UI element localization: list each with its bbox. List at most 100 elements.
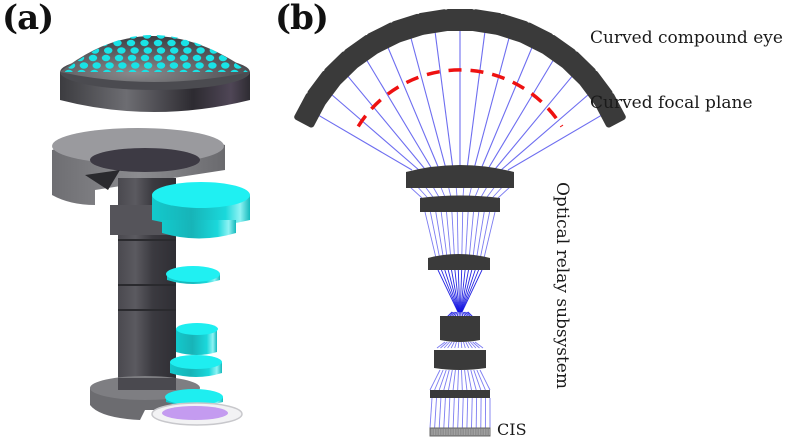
light-ray — [439, 398, 441, 428]
light-ray — [462, 370, 463, 390]
light-ray — [501, 88, 596, 170]
ommatidium-dot — [154, 25, 162, 31]
ommatidium-dot — [115, 32, 123, 38]
ommatidium-dot — [143, 32, 151, 38]
light-ray — [444, 370, 449, 390]
ommatidium-dot — [141, 55, 149, 61]
ommatidium-dot — [140, 40, 148, 46]
ommatidium-dot — [118, 62, 126, 68]
light-ray — [430, 212, 439, 258]
light-ray — [474, 370, 481, 390]
ommatidium-dot — [127, 40, 135, 46]
ommatidium-dot — [206, 55, 214, 61]
image-sensor-3d — [152, 403, 242, 425]
ommatidium-dot — [169, 25, 177, 31]
light-ray — [471, 370, 476, 390]
light-ray — [461, 270, 475, 312]
ray-bundle-upper — [310, 20, 610, 170]
ommatidium-dot — [154, 55, 162, 61]
ommatidium-dot — [139, 25, 147, 31]
ommatidium-dot — [247, 62, 255, 68]
light-ray — [444, 398, 446, 428]
light-ray — [472, 398, 473, 428]
ommatidium-dot — [183, 47, 191, 53]
light-ray — [484, 212, 495, 258]
optical-relay — [406, 165, 514, 436]
ommatidium-dot — [130, 47, 138, 53]
light-ray — [425, 212, 436, 258]
light-ray — [465, 370, 467, 390]
light-ray — [480, 212, 489, 258]
ommatidium-dot — [43, 77, 51, 83]
ommatidium-dot — [223, 47, 231, 53]
light-ray — [466, 212, 469, 258]
light-ray — [474, 28, 512, 170]
ommatidium-dot — [208, 62, 216, 68]
ommatidium-dot — [208, 40, 216, 46]
light-ray — [434, 22, 453, 170]
ommatidium-dot — [115, 55, 123, 61]
ommatidium-dot — [89, 55, 97, 61]
ommatidium-dot — [105, 62, 113, 68]
ommatidium-dot — [195, 62, 203, 68]
compound-eye-dome — [43, 25, 279, 112]
ommatidium-dot — [194, 40, 202, 46]
ommatidium-dot — [171, 32, 179, 38]
light-ray — [508, 110, 610, 170]
ommatidium-dot — [104, 47, 112, 53]
ommatidium-dot — [113, 40, 121, 46]
ommatidium-dot — [256, 70, 264, 76]
ommatidium-dot — [210, 47, 218, 53]
ommatidium-dot — [157, 32, 165, 38]
light-ray — [458, 342, 459, 348]
light-ray — [435, 398, 437, 428]
light-ray — [461, 342, 462, 348]
light-ray — [458, 370, 459, 390]
ommatidium-dot — [131, 62, 139, 68]
ommatidium-dot — [167, 40, 175, 46]
light-ray — [447, 212, 451, 258]
ommatidium-dot — [185, 32, 193, 38]
ommatidium-dot — [128, 55, 136, 61]
panel-a-assembly — [43, 25, 279, 425]
light-ray — [467, 22, 486, 170]
ommatidium-dot — [271, 77, 279, 83]
ommatidium-dot — [181, 40, 189, 46]
ommatidium-dot — [221, 62, 229, 68]
ommatidium-dot — [199, 32, 207, 38]
ommatidium-dot — [144, 47, 152, 53]
relay-lens — [434, 350, 486, 370]
light-ray — [449, 370, 453, 390]
relay-lens — [430, 390, 490, 398]
panel-label-b: (b) — [275, 0, 328, 38]
cis-sensor — [430, 428, 490, 436]
label-curved-compound-eye: Curved compound eye — [590, 28, 783, 48]
light-ray — [324, 88, 419, 170]
panel-b-schematic — [293, 9, 627, 436]
ommatidium-dot — [157, 62, 165, 68]
ommatidium-dot — [170, 47, 178, 53]
ommatidium-dot — [117, 47, 125, 53]
ommatidium-dot — [196, 47, 204, 53]
light-ray — [430, 398, 432, 428]
relay-lens — [406, 165, 514, 188]
light-ray — [452, 212, 455, 258]
ommatidium-dot — [183, 62, 191, 68]
light-ray — [498, 187, 510, 198]
ommatidium-dot — [102, 55, 110, 61]
light-ray — [408, 28, 446, 170]
ommatidium-dot — [193, 55, 201, 61]
ommatidium-dot — [180, 55, 188, 61]
light-ray — [384, 38, 439, 170]
light-ray — [462, 212, 463, 258]
light-ray — [464, 342, 466, 348]
light-ray — [467, 398, 468, 428]
ommatidium-dot — [219, 55, 227, 61]
ommatidium-dot — [124, 25, 132, 31]
light-ray — [410, 187, 422, 198]
ommatidium-dot — [93, 62, 101, 68]
light-ray — [445, 270, 459, 312]
light-ray — [469, 212, 473, 258]
